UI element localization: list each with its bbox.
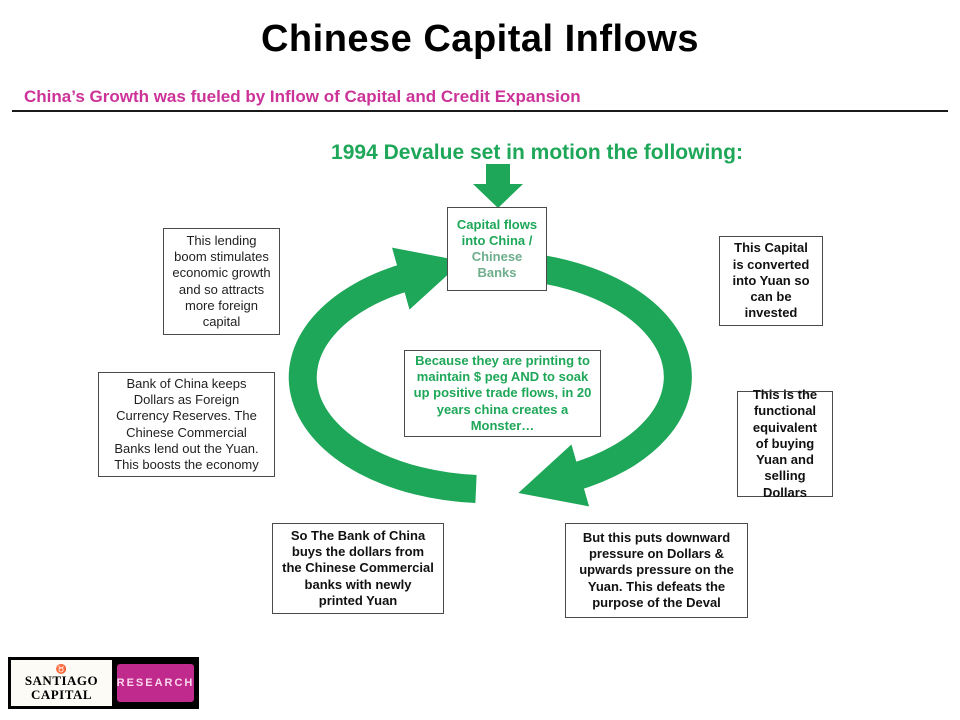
capital-converted-box: This Capital is converted into Yuan so c… bbox=[719, 236, 823, 326]
cycle-arrow-right-icon bbox=[516, 252, 692, 507]
page-title: Chinese Capital Inflows bbox=[260, 18, 700, 60]
capital-flows-text: Capital flows into China / bbox=[456, 216, 538, 248]
logo-name-line1: SANTIAGO bbox=[24, 672, 99, 688]
functional-equivalent-box: This is the functional equivalent of buy… bbox=[737, 387, 833, 500]
printing-monster-box: Because they are printing to maintain $ … bbox=[404, 350, 601, 437]
bank-of-china-text: Bank of China keeps Dollars as Foreign C… bbox=[114, 375, 259, 472]
logo-name-line2: CAPITAL bbox=[30, 686, 93, 702]
lending-boom-text: This lending boom stimulates economic gr… bbox=[172, 232, 271, 329]
printing-monster-text: Because they are printing to maintain $ … bbox=[413, 352, 592, 433]
cycle-arrow-left-icon bbox=[288, 247, 477, 503]
divider-line bbox=[12, 110, 948, 112]
bull-icon: ♉ bbox=[55, 663, 68, 674]
capital-converted-text: This Capital is converted into Yuan so c… bbox=[732, 240, 810, 321]
deval-defeat-box: But this puts downward pressure on Dolla… bbox=[565, 523, 748, 618]
buys-dollars-text: So The Bank of China buys the dollars fr… bbox=[282, 527, 434, 608]
logo-name: ♉ SANTIAGO CAPITAL bbox=[11, 660, 112, 706]
lending-boom-box: This lending boom stimulates economic gr… bbox=[163, 228, 280, 335]
down-arrow-icon bbox=[473, 164, 523, 208]
research-badge: RESEARCH bbox=[117, 664, 194, 702]
deval-defeat-text: But this puts downward pressure on Dolla… bbox=[579, 529, 734, 610]
chinese-banks-text: Chinese Banks bbox=[471, 249, 523, 281]
bank-of-china-box: Bank of China keeps Dollars as Foreign C… bbox=[98, 372, 275, 477]
santiago-capital-logo: ♉ SANTIAGO CAPITAL RESEARCH bbox=[8, 657, 199, 709]
diagram-heading: 1994 Devalue set in motion the following… bbox=[331, 141, 743, 164]
functional-equivalent-text: This is the functional equivalent of buy… bbox=[752, 387, 818, 500]
buys-dollars-box: So The Bank of China buys the dollars fr… bbox=[272, 523, 444, 614]
subtitle: China’s Growth was fueled by Inflow of C… bbox=[24, 87, 581, 106]
capital-flows-box: Capital flows into China / Chinese Banks bbox=[447, 207, 547, 291]
